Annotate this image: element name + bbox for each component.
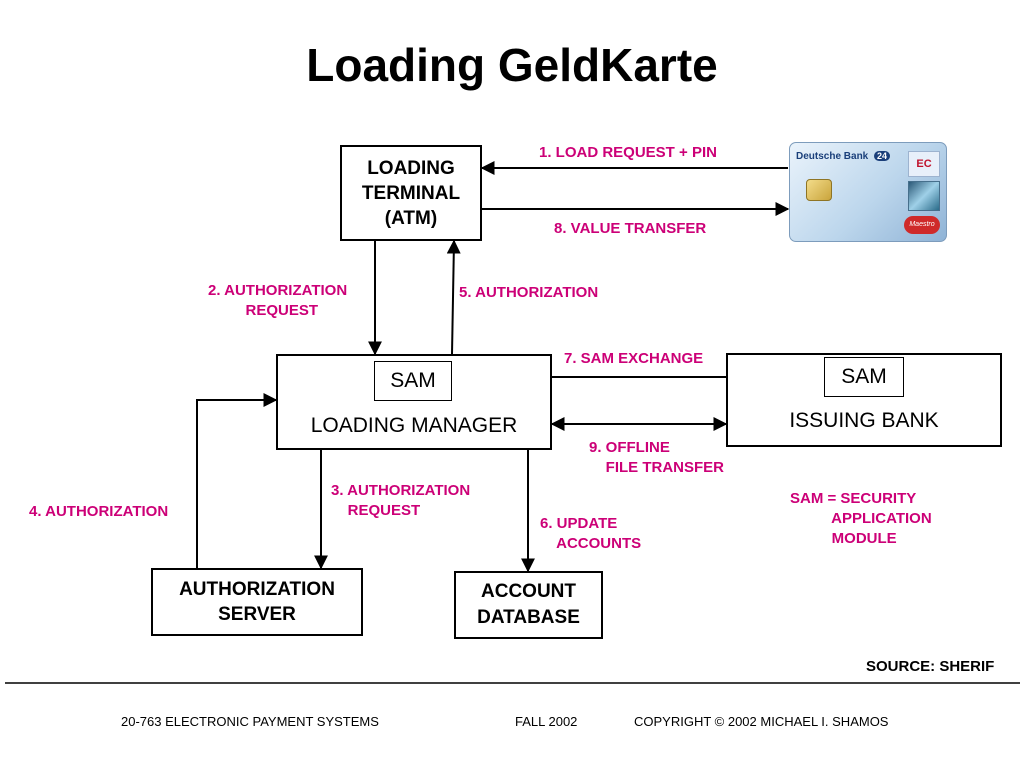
loading-manager-label: LOADING MANAGER [310, 414, 518, 437]
step-6-label: 6. UPDATE ACCOUNTS [540, 515, 642, 552]
step-7-label: 7. SAM EXCHANGE [564, 350, 704, 367]
footer-term: FALL 2002 [515, 714, 578, 729]
card-maestro-logo: Maestro [904, 216, 940, 234]
loading-manager-box: LOADING MANAGER [276, 354, 552, 450]
step-3-label: 3. AUTHORIZATION REQUEST [331, 482, 471, 519]
card-hologram-icon [908, 181, 940, 211]
slide-title: Loading GeldKarte [306, 39, 718, 91]
card-brand-text: Deutsche Bank 24 [796, 151, 891, 162]
issuing-bank-label: ISSUING BANK [789, 409, 939, 432]
footer-course: 20-763 ELECTRONIC PAYMENT SYSTEMS [121, 714, 379, 729]
account-database-box: ACCOUNT DATABASE [454, 571, 603, 639]
step-1-label: 1. LOAD REQUEST + PIN [539, 144, 717, 161]
issuing-bank-sam-box: SAM [824, 357, 904, 397]
footer-copyright: COPYRIGHT © 2002 MICHAEL I. SHAMOS [634, 714, 889, 729]
bank-card-image: Deutsche Bank 24 EC Maestro [789, 142, 947, 242]
card-24-logo: 24 [874, 151, 891, 161]
step-8-label: 8. VALUE TRANSFER [554, 220, 707, 237]
step-5-label: 5. AUTHORIZATION [459, 284, 599, 301]
step-9-label: 9. OFFLINE FILE TRANSFER [589, 439, 724, 476]
card-ec-logo: EC [908, 151, 940, 177]
arrow-authorization-4 [196, 393, 278, 568]
loading-terminal-box: LOADING TERMINAL (ATM) [340, 145, 482, 241]
loading-manager-sam-box: SAM [374, 361, 452, 401]
card-chip-icon [806, 179, 832, 201]
step-2-label: 2. AUTHORIZATION REQUEST [208, 282, 348, 319]
sam-legend: SAM = SECURITY APPLICATION MODULE [790, 490, 932, 547]
step-4-label: 4. AUTHORIZATION [29, 503, 169, 520]
source-credit: SOURCE: SHERIF [866, 658, 995, 675]
arrow-authorization-5 [446, 239, 461, 355]
authorization-server-box: AUTHORIZATION SERVER [151, 568, 363, 636]
